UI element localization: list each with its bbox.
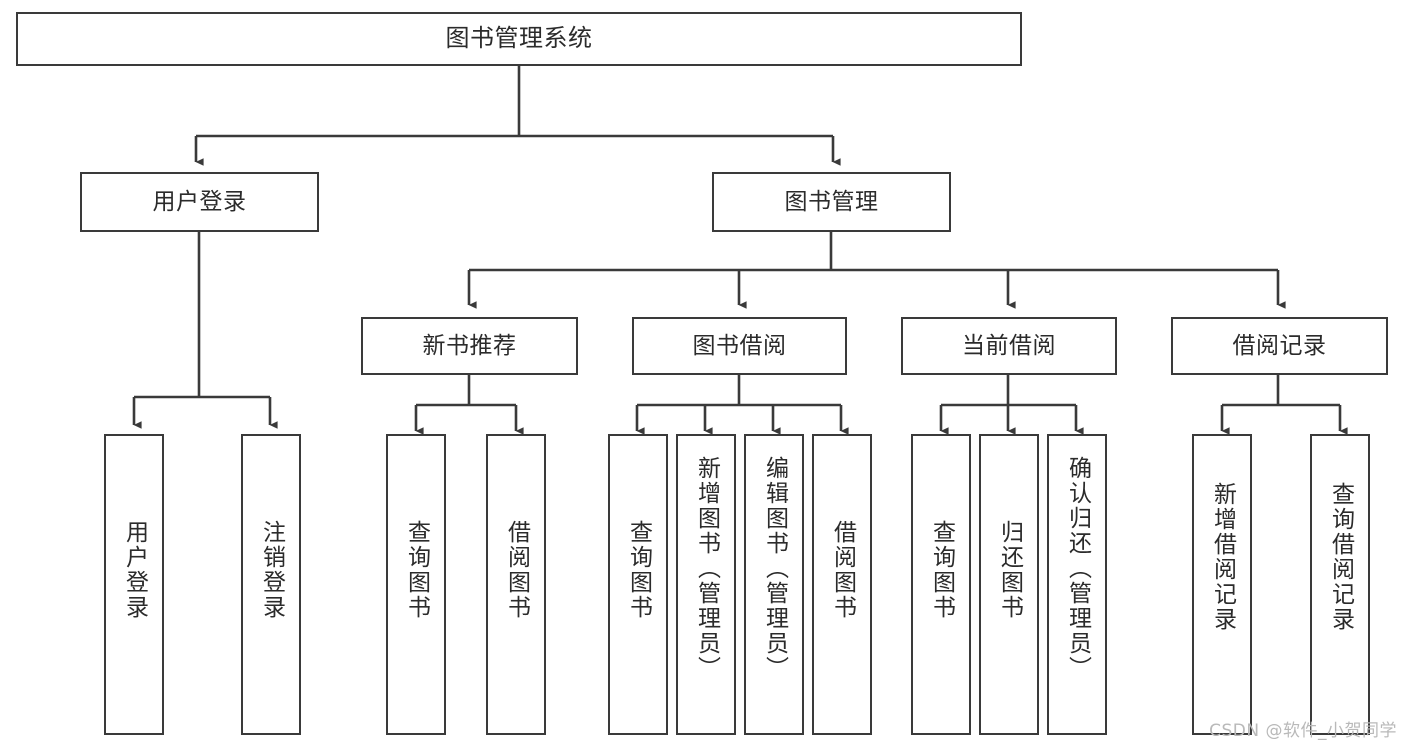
node-label: 新增图书（管理员） [693, 456, 720, 681]
leaf-borrow-book-recommend[interactable]: 借阅图书 [486, 434, 546, 735]
leaf-edit-book[interactable]: 编辑图书（管理员） [744, 434, 804, 735]
node-label: 查询借阅记录 [1327, 482, 1354, 632]
leaf-confirm-return[interactable]: 确认归还（管理员） [1047, 434, 1107, 735]
node-label: 查询图书 [928, 520, 955, 620]
node-label: 图书管理系统 [445, 24, 593, 53]
leaf-query-borrow-record[interactable]: 查询借阅记录 [1310, 434, 1370, 735]
leaf-add-borrow-record[interactable]: 新增借阅记录 [1192, 434, 1252, 735]
node-label: 借阅记录 [1232, 332, 1327, 359]
node-label: 图书管理 [784, 188, 879, 215]
node-label: 归还图书 [996, 520, 1023, 620]
leaf-query-book-current[interactable]: 查询图书 [911, 434, 971, 735]
leaf-add-book[interactable]: 新增图书（管理员） [676, 434, 736, 735]
node-label: 查询图书 [403, 520, 430, 620]
node-label: 注销登录 [258, 520, 285, 620]
node-label: 确认归还（管理员） [1064, 456, 1091, 681]
node-label: 当前借阅 [962, 332, 1056, 359]
node-label: 编辑图书（管理员） [761, 456, 788, 681]
node-root-system[interactable]: 图书管理系统 [16, 12, 1022, 66]
node-book-borrow[interactable]: 图书借阅 [632, 317, 847, 375]
node-label: 借阅图书 [829, 520, 856, 620]
node-borrow-record[interactable]: 借阅记录 [1171, 317, 1388, 375]
node-book-manage[interactable]: 图书管理 [712, 172, 951, 232]
node-current-borrow[interactable]: 当前借阅 [901, 317, 1117, 375]
leaf-borrow-book-borrow[interactable]: 借阅图书 [812, 434, 872, 735]
node-label: 用户登录 [152, 188, 247, 215]
leaf-user-login[interactable]: 用户登录 [104, 434, 164, 735]
node-label: 查询图书 [625, 520, 652, 620]
node-label: 新书推荐 [422, 332, 517, 359]
leaf-query-book-recommend[interactable]: 查询图书 [386, 434, 446, 735]
node-label: 用户登录 [121, 520, 148, 620]
leaf-logout-login[interactable]: 注销登录 [241, 434, 301, 735]
watermark-text: CSDN @软件_小贺同学 [1209, 721, 1397, 741]
node-label: 借阅图书 [503, 520, 530, 620]
node-label: 新增借阅记录 [1209, 482, 1236, 632]
leaf-query-book-borrow[interactable]: 查询图书 [608, 434, 668, 735]
node-label: 图书借阅 [692, 332, 787, 359]
node-user-login[interactable]: 用户登录 [80, 172, 319, 232]
leaf-return-book[interactable]: 归还图书 [979, 434, 1039, 735]
node-new-book-recommend[interactable]: 新书推荐 [361, 317, 578, 375]
